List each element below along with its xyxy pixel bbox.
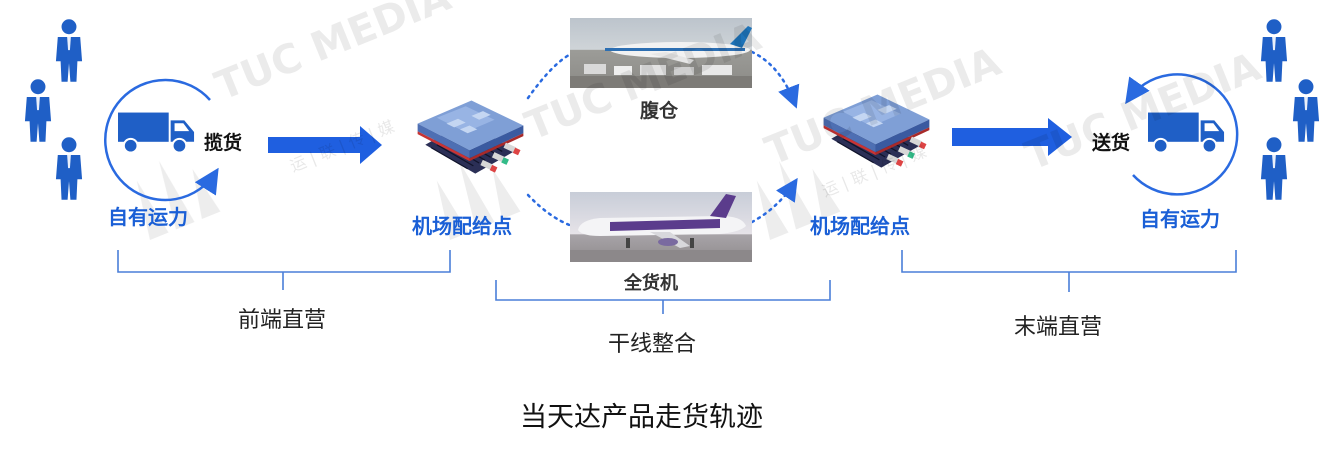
freighter-photo <box>570 192 752 262</box>
belly-hold-label: 腹仓 <box>640 100 679 122</box>
segment-last-label: 末端直营 <box>1014 315 1103 340</box>
belly-hold-photo <box>570 18 752 88</box>
person-icon <box>24 79 52 142</box>
person-icon <box>1260 137 1288 200</box>
person-icon <box>1292 79 1320 142</box>
arrow-right-icon <box>952 118 1072 156</box>
freighter-label: 全货机 <box>624 273 678 294</box>
person-icon <box>1260 19 1288 82</box>
dotted-path <box>750 50 800 109</box>
segment-front-label: 前端直营 <box>238 308 327 333</box>
delivery-transport-label: 自有运力 <box>1140 207 1220 231</box>
airport-hub-right-label: 机场配给点 <box>810 214 910 238</box>
pickup-label: 揽货 <box>204 132 243 154</box>
dotted-path <box>750 177 798 224</box>
pickup-transport-label: 自有运力 <box>108 205 188 229</box>
delivery-label: 送货 <box>1092 132 1131 154</box>
arrow-right-icon <box>268 126 382 164</box>
cycle-arrow-left <box>104 78 219 202</box>
person-icon <box>55 19 83 82</box>
airport-hub-left-label: 机场配给点 <box>412 214 512 238</box>
bracket-last <box>901 250 1237 292</box>
segment-trunk-label: 干线整合 <box>608 332 697 357</box>
person-icon <box>55 137 83 200</box>
cycle-arrow-right <box>1125 73 1239 196</box>
airport-hub-icon <box>416 99 525 175</box>
bracket-front <box>117 250 451 290</box>
truck-icon <box>118 112 196 154</box>
bracket-trunk <box>495 280 831 314</box>
diagram-title: 当天达产品走货轨迹 <box>520 402 763 433</box>
dotted-path <box>526 193 574 228</box>
